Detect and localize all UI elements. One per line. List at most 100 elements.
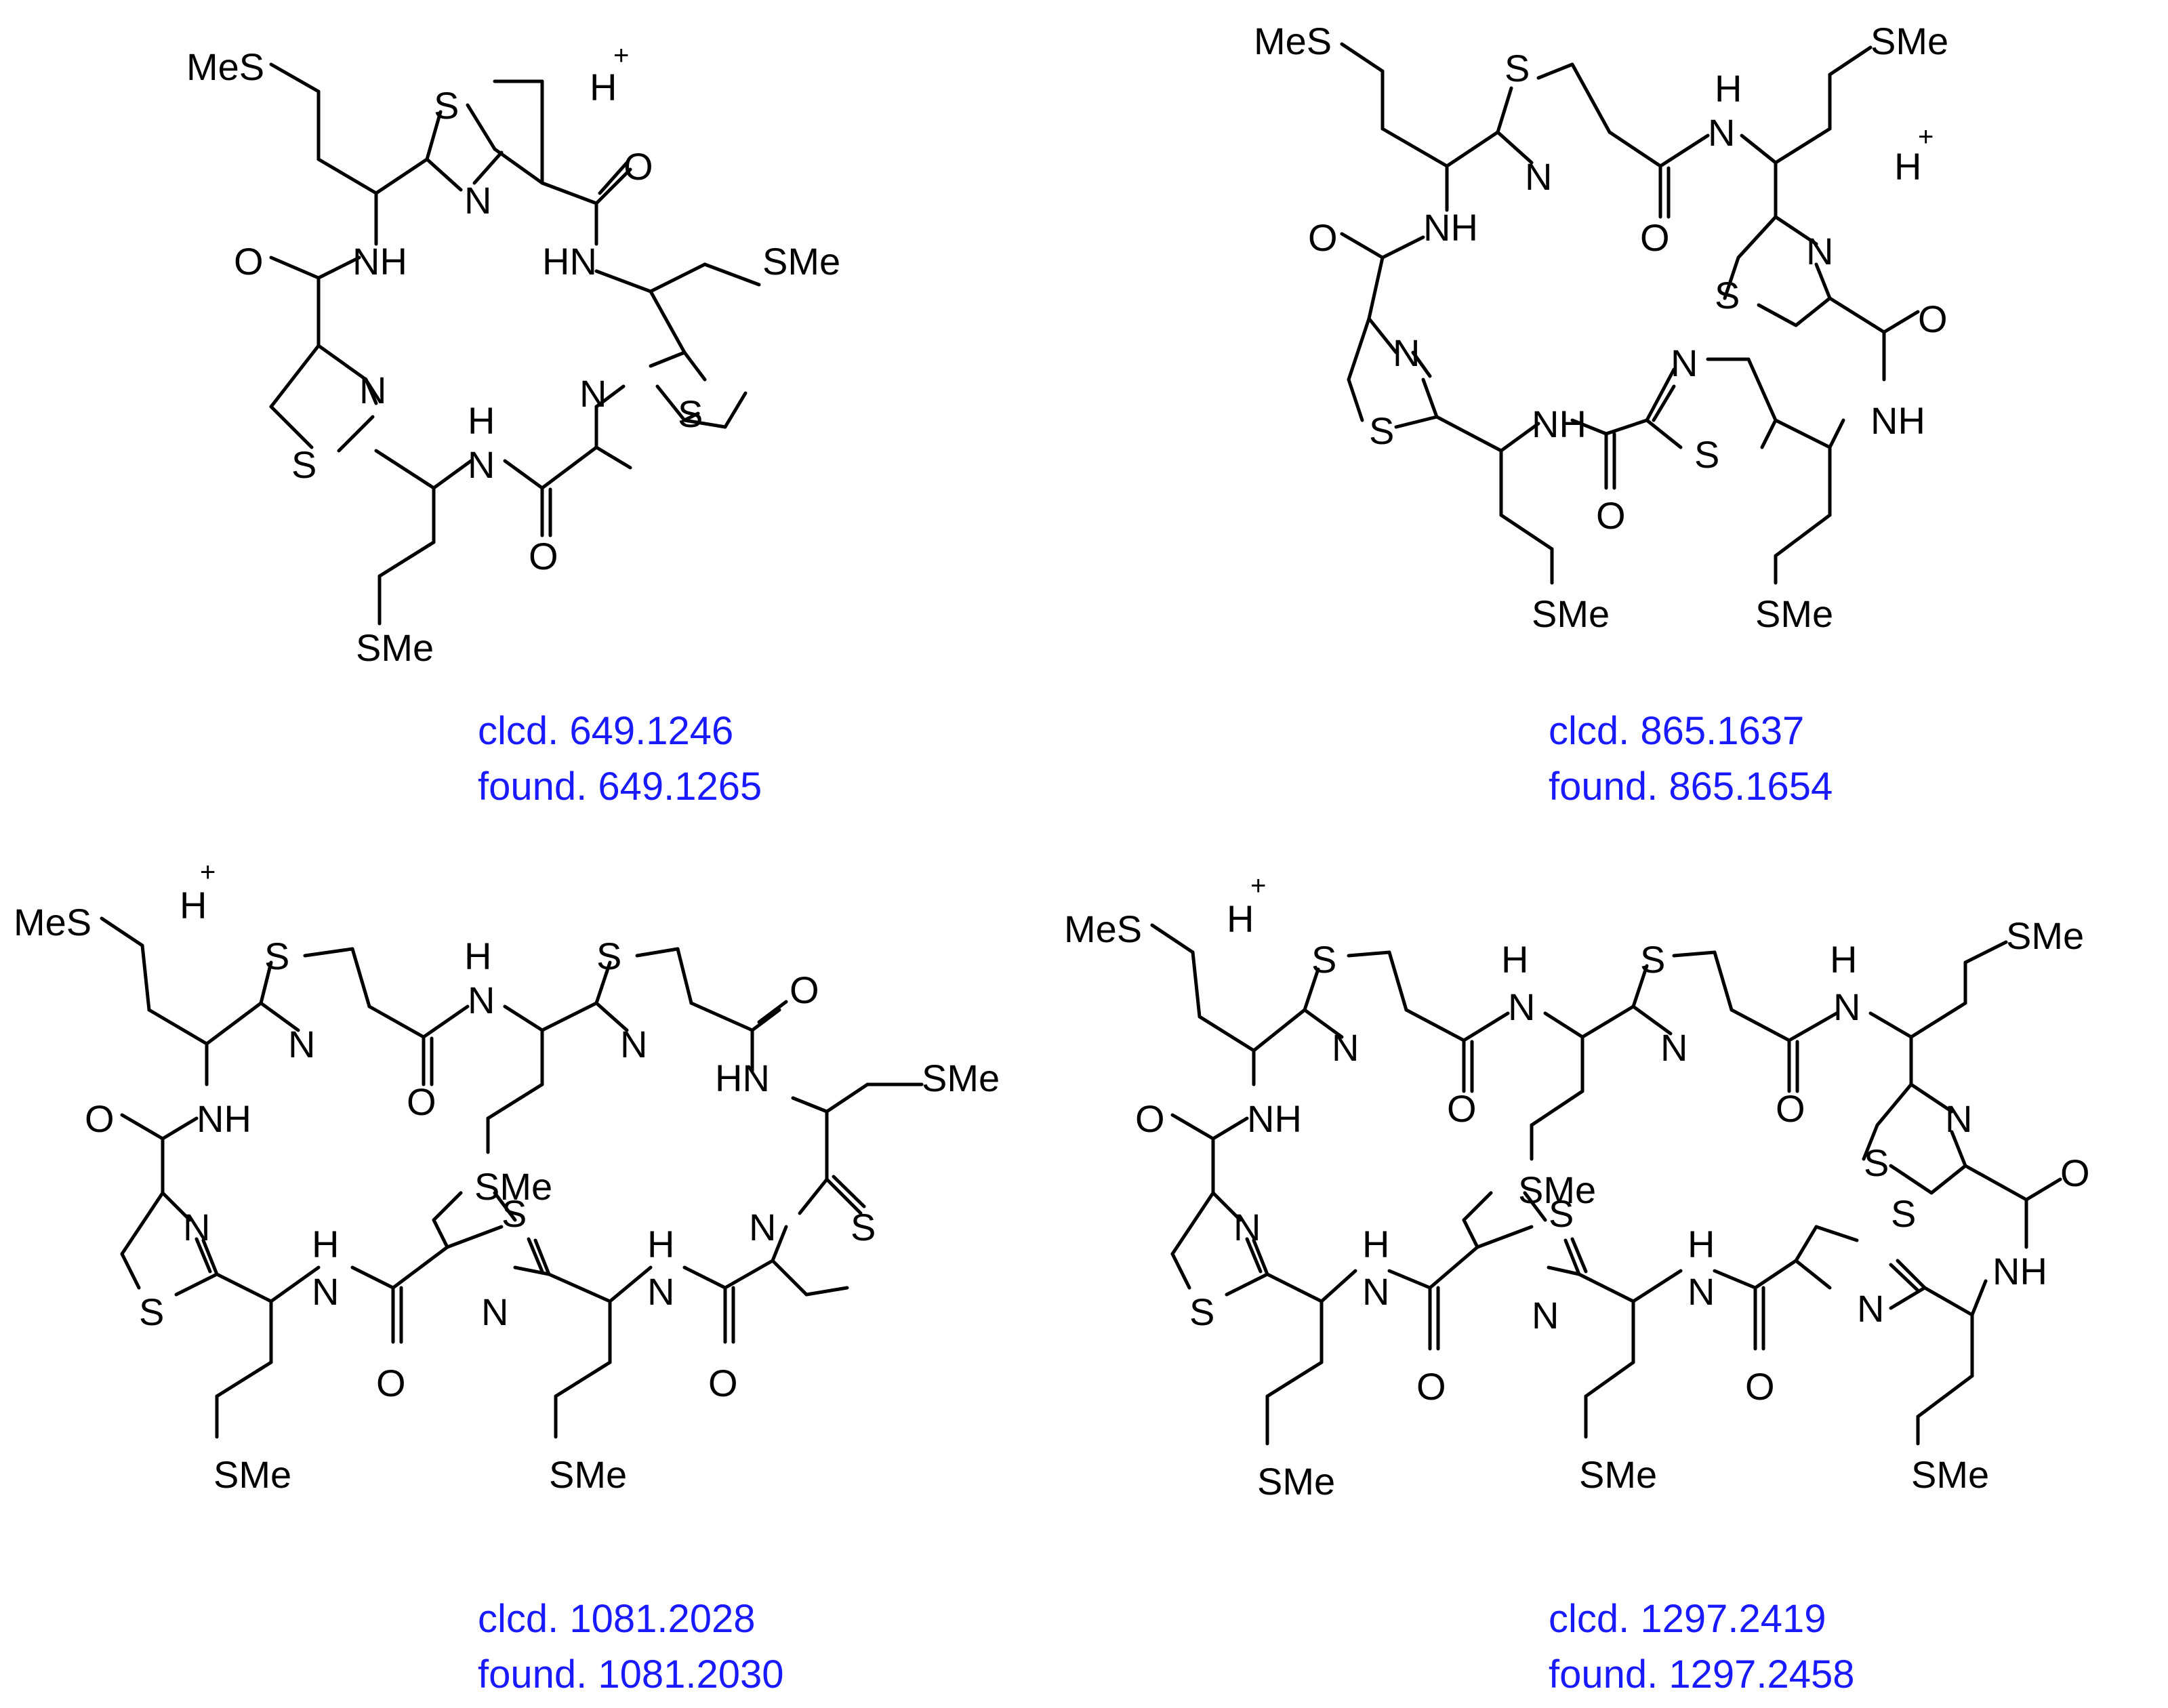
hexamer-label-s3: S <box>1864 1141 1889 1184</box>
hexamer-hplus-sign: + <box>1250 871 1266 901</box>
pentamer-label-n6: N <box>481 1290 508 1333</box>
calc-mass-tetramer: clcd. 865.1637 <box>1549 709 1805 753</box>
trimer-label-h1: H <box>468 399 495 442</box>
trimer-label-hn1: HN <box>542 240 597 283</box>
tetramer-label-s4: S <box>1694 433 1719 476</box>
tetramer-label-n3: N <box>1806 230 1833 272</box>
caption-hexamer: clcd. 1297.2419 found. 1297.2458 <box>1549 1591 1855 1703</box>
tetramer-label-s2: S <box>1715 274 1740 317</box>
hexamer-label-n4: N <box>1833 985 1860 1028</box>
hexamer-label-s1: S <box>1311 938 1336 981</box>
tetramer-label-o3: O <box>1918 298 1948 340</box>
hexamer-label-n7: N <box>1362 1270 1389 1313</box>
pentamer-label-hn1: HN <box>715 1057 770 1099</box>
caption-trimer: clcd. 649.1246 found. 649.1265 <box>478 704 762 815</box>
trimer-label-s2: S <box>291 443 316 486</box>
hexamer-label-h2: H <box>1830 938 1857 981</box>
hexamer-bonds <box>1150 923 2062 1446</box>
pentamer-label-n2: N <box>468 979 495 1021</box>
pentamer-label-nh1: NH <box>197 1097 251 1140</box>
hexamer-label-nh1: NH <box>1992 1250 2047 1293</box>
trimer-label-s1: S <box>434 84 459 127</box>
trimer-label-n4: N <box>579 372 607 415</box>
caption-tetramer: clcd. 865.1637 found. 865.1654 <box>1549 704 1833 815</box>
pentamer-label-s5: S <box>851 1206 876 1248</box>
hexamer-label-sme2: SMe <box>1518 1168 1596 1211</box>
pentamer-label-o4: O <box>376 1362 406 1404</box>
trimer-label-sme2: SMe <box>356 626 434 669</box>
trimer-hplus-h: H <box>590 66 617 108</box>
found-mass-pentamer: found. 1081.2030 <box>478 1652 784 1696</box>
tetramer-label-sme1: SMe <box>1870 20 1948 62</box>
pentamer-label-n3: N <box>620 1023 647 1065</box>
caption-pentamer: clcd. 1081.2028 found. 1081.2030 <box>478 1591 784 1703</box>
tetramer-label-n4: N <box>1393 331 1420 374</box>
pentamer-label-o1: O <box>407 1080 436 1123</box>
pentamer-label-n4: N <box>183 1206 210 1248</box>
hexamer-label-o2: O <box>1776 1087 1805 1130</box>
hexamer-label-n8: N <box>1532 1294 1559 1337</box>
tetramer-label-s1: S <box>1505 47 1530 89</box>
tetramer-label-nh2: NH <box>1532 403 1587 445</box>
found-mass-tetramer: found. 865.1654 <box>1549 765 1833 809</box>
hexamer-label-o6: O <box>1745 1365 1775 1408</box>
hexamer-label-nh2: NH <box>1247 1097 1302 1140</box>
hexamer-label-h4: H <box>1688 1223 1715 1265</box>
pentamer-label-n5: N <box>312 1270 339 1313</box>
pentamer-label-o3: O <box>85 1097 115 1140</box>
pentamer-label-sme2: SMe <box>474 1165 552 1208</box>
trimer-atom-labels: MeS S N O NH O HN SMe N S H N O SMe N S <box>186 45 840 669</box>
hexamer-label-mes: MeS <box>1064 908 1142 950</box>
hexamer-label-o5: O <box>1416 1365 1446 1408</box>
pentamer-label-sme4: SMe <box>549 1453 627 1496</box>
tetramer-label-mes: MeS <box>1254 20 1332 62</box>
hexamer-label-o3: O <box>2060 1152 2090 1194</box>
tetramer-label-h1: H <box>1715 67 1742 110</box>
pentamer-label-o2: O <box>790 969 819 1011</box>
tetramer-hplus-sign: + <box>1918 122 1934 152</box>
hexamer-label-o1: O <box>1447 1087 1477 1130</box>
tetramer-label-n5: N <box>1671 342 1698 384</box>
trimer-label-n2: N <box>359 369 386 411</box>
found-mass-trimer: found. 649.1265 <box>478 765 762 809</box>
tetramer-label-o4: O <box>1596 494 1626 537</box>
trimer-label-o2: O <box>234 240 264 283</box>
trimer-label-n1: N <box>464 179 491 222</box>
pentamer-label-h3: H <box>647 1223 674 1265</box>
hexamer-atom-labels: MeS S N H N O S N H N O SMe N S O NH NH … <box>1064 908 2090 1503</box>
hexamer-label-s2: S <box>1640 938 1665 981</box>
pentamer-label-s4: S <box>502 1192 527 1235</box>
hexamer-label-n5: N <box>1945 1097 1972 1140</box>
hexamer-label-n10: N <box>1857 1287 1884 1330</box>
hexamer-label-s5: S <box>1549 1192 1574 1235</box>
tetramer-atom-labels: MeS S N SMe H N O NH O N S O N S N S NH … <box>1254 20 1948 635</box>
tetramer-charge: H + <box>1894 122 1934 188</box>
hexamer-hplus-h: H <box>1227 897 1254 940</box>
hexamer-label-n9: N <box>1688 1270 1715 1313</box>
hexamer-label-n3: N <box>1660 1026 1688 1069</box>
tetramer-label-nh1: NH <box>1423 206 1478 249</box>
pentamer-charge: H + <box>180 857 216 927</box>
found-mass-hexamer: found. 1297.2458 <box>1549 1652 1855 1696</box>
hexamer-label-sme1: SMe <box>2006 914 2084 957</box>
trimer-label-mes: MeS <box>186 45 264 88</box>
pentamer-hplus-h: H <box>180 884 207 927</box>
trimer-charge: H + <box>590 41 629 108</box>
hexamer-label-sme4: SMe <box>1579 1453 1657 1496</box>
trimer-label-nh1: NH <box>352 240 407 283</box>
tetramer-label-nh3: NH <box>1870 399 1925 442</box>
hexamer-label-sme3: SMe <box>1257 1460 1335 1503</box>
tetramer-label-o2: O <box>1308 216 1338 259</box>
hexamer-label-s4: S <box>1189 1290 1214 1333</box>
pentamer-atom-labels: MeS S N H N O S N O HN SMe NH O SMe N S … <box>14 901 1000 1496</box>
trimer-hplus-sign: + <box>613 41 629 70</box>
pentamer-bonds <box>100 916 924 1439</box>
trimer-label-o3: O <box>529 535 558 577</box>
tetramer-hplus-h: H <box>1894 145 1921 188</box>
pentamer-hplus-sign: + <box>200 857 216 887</box>
hexamer-label-h3: H <box>1362 1223 1389 1265</box>
trimer-label-sme1: SMe <box>762 240 840 283</box>
